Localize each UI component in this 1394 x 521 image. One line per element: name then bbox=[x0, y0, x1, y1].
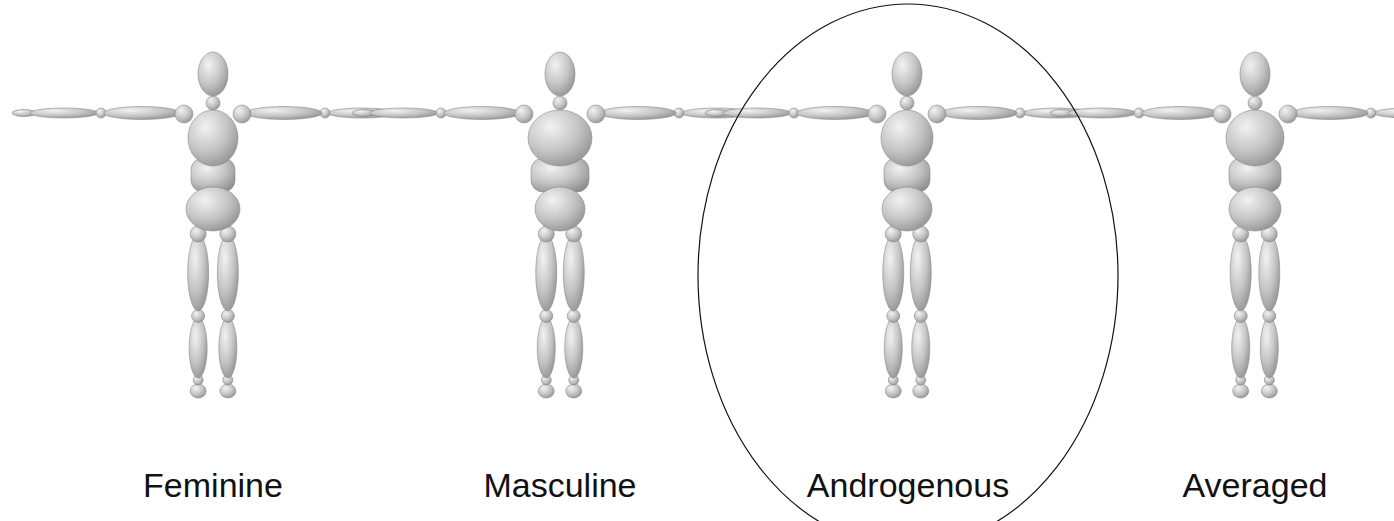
body-part bbox=[882, 187, 932, 231]
body-part bbox=[221, 310, 234, 323]
body-part bbox=[189, 318, 207, 378]
body-part bbox=[515, 105, 533, 123]
body-part bbox=[912, 318, 930, 378]
body-part bbox=[1260, 318, 1278, 378]
body-part bbox=[1240, 52, 1270, 96]
body-part bbox=[1261, 384, 1277, 398]
body-part bbox=[797, 107, 873, 120]
figure-label: Androgenous bbox=[807, 467, 1009, 504]
body-part bbox=[198, 52, 228, 96]
mannequin bbox=[12, 52, 414, 398]
body-part bbox=[246, 107, 322, 120]
body-part bbox=[1279, 105, 1297, 123]
figure-label: Masculine bbox=[483, 467, 636, 504]
body-part bbox=[540, 310, 553, 323]
body-part bbox=[188, 235, 209, 311]
body-part bbox=[1226, 110, 1284, 166]
figure-label: Feminine bbox=[143, 467, 283, 504]
body-part bbox=[1230, 235, 1251, 311]
body-part bbox=[220, 384, 236, 398]
body-part bbox=[914, 310, 927, 323]
ellipse-outline bbox=[697, 3, 1119, 521]
body-part bbox=[881, 110, 933, 166]
ellipse-outline bbox=[698, 4, 1118, 521]
body-part bbox=[1232, 318, 1250, 378]
body-part bbox=[1248, 96, 1262, 110]
body-part bbox=[190, 384, 206, 398]
body-part bbox=[186, 187, 240, 231]
mannequin bbox=[1050, 52, 1394, 398]
body-part bbox=[1263, 310, 1276, 323]
body-part bbox=[545, 52, 575, 96]
body-part bbox=[188, 110, 238, 166]
body-part bbox=[900, 96, 914, 110]
body-part bbox=[884, 318, 902, 378]
body-part bbox=[941, 107, 1017, 120]
body-part bbox=[1234, 310, 1247, 323]
body-part bbox=[563, 235, 584, 311]
body-part bbox=[887, 310, 900, 323]
body-part bbox=[1213, 105, 1231, 123]
mannequin bbox=[705, 52, 1109, 398]
body-part bbox=[883, 235, 904, 311]
body-part bbox=[1142, 107, 1218, 120]
body-part bbox=[1292, 107, 1368, 120]
body-part bbox=[219, 318, 237, 378]
body-part bbox=[567, 310, 580, 323]
body-part bbox=[600, 107, 676, 120]
body-part bbox=[885, 384, 901, 398]
body-part bbox=[1374, 108, 1394, 118]
body-part bbox=[233, 105, 251, 123]
body-part bbox=[868, 105, 886, 123]
body-part bbox=[217, 235, 238, 311]
body-part bbox=[535, 187, 585, 231]
body-part bbox=[538, 384, 554, 398]
body-part bbox=[206, 96, 220, 110]
body-part bbox=[910, 235, 931, 311]
body-part bbox=[928, 105, 946, 123]
body-part bbox=[30, 108, 98, 118]
body-part bbox=[528, 110, 592, 166]
body-part bbox=[175, 105, 193, 123]
body-part bbox=[104, 107, 180, 120]
body-part bbox=[913, 384, 929, 398]
figure-label: Averaged bbox=[1183, 467, 1328, 504]
body-part bbox=[192, 310, 205, 323]
body-part bbox=[444, 107, 520, 120]
body-part bbox=[892, 52, 922, 96]
body-part bbox=[565, 318, 583, 378]
body-part bbox=[1259, 235, 1280, 311]
body-part bbox=[723, 108, 791, 118]
body-part bbox=[370, 108, 438, 118]
body-part bbox=[553, 96, 567, 110]
body-part bbox=[587, 105, 605, 123]
body-part bbox=[536, 235, 557, 311]
highlight-ellipse: Androgenous bbox=[697, 3, 1119, 521]
body-part bbox=[537, 318, 555, 378]
body-part bbox=[566, 384, 582, 398]
body-part bbox=[1229, 187, 1281, 231]
body-part bbox=[1233, 384, 1249, 398]
